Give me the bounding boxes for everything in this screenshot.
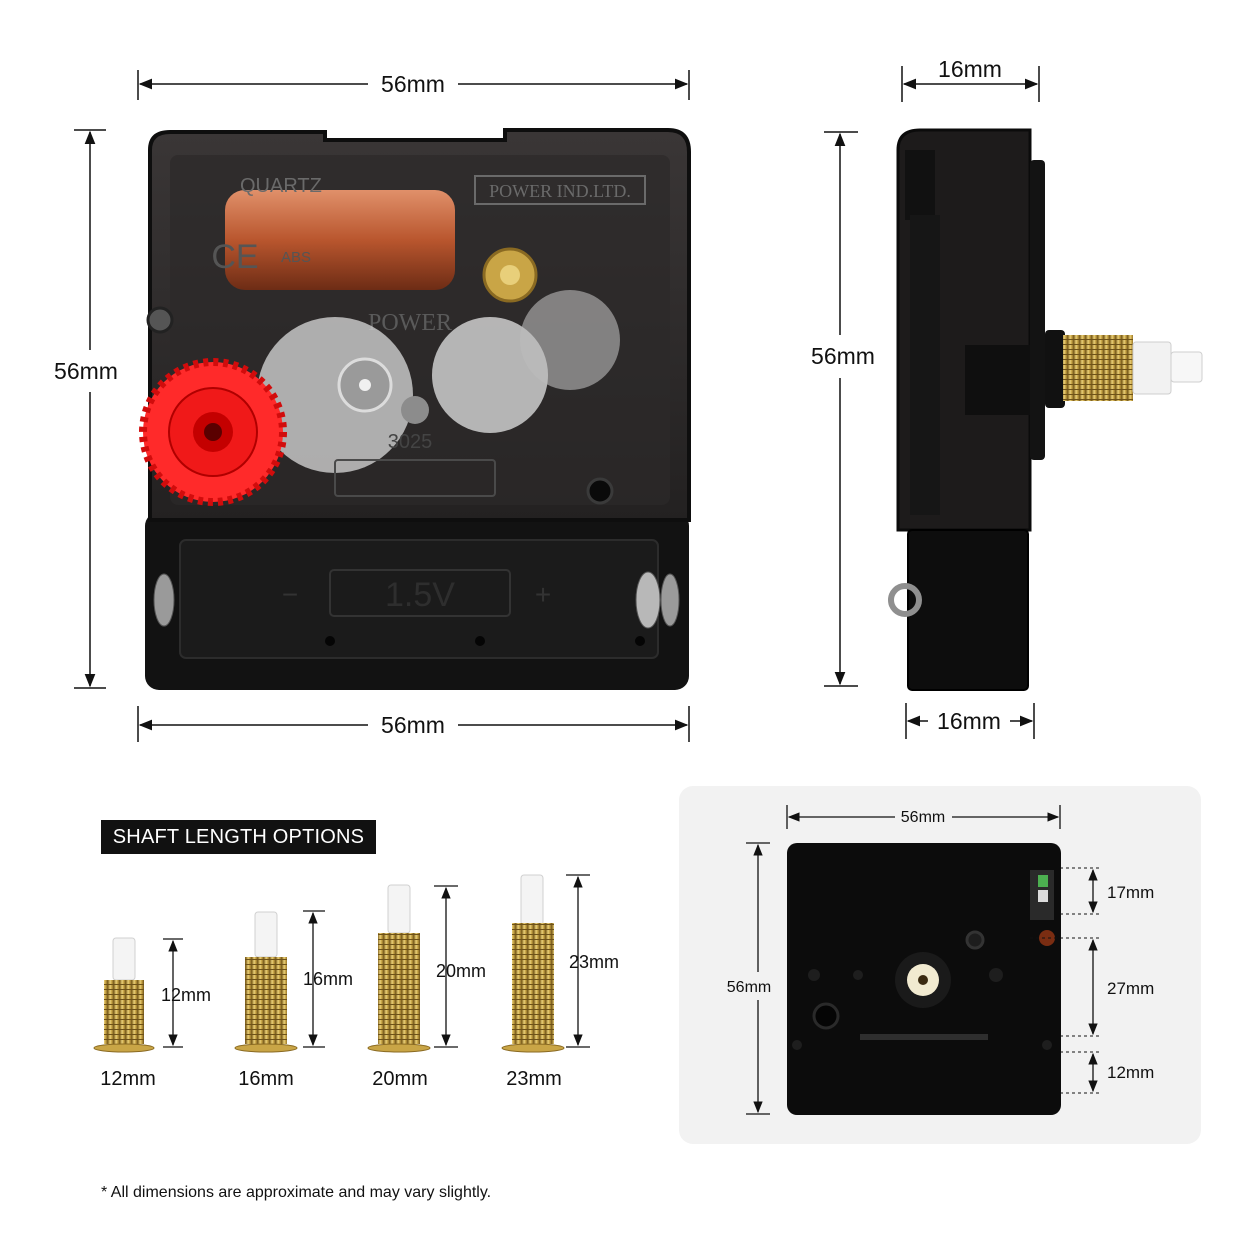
back-segment-17mm: 17mm <box>1107 883 1154 902</box>
brand-marking: POWER IND.LTD. <box>489 181 631 201</box>
back-segment-27mm: 27mm <box>1107 979 1154 998</box>
back-width-label: 56mm <box>901 809 945 826</box>
battery-contact-right <box>635 571 661 629</box>
shaft-16mm-label: 16mm <box>238 1068 294 1090</box>
back-view-segment-dimensions: 17mm 27mm 12mm <box>1030 867 1154 1094</box>
battery-plus-marking: + <box>535 579 551 610</box>
shaft-20mm-label: 20mm <box>372 1068 428 1090</box>
shaft-option-20mm: 20mm 20mm <box>367 884 486 1090</box>
transparent-gear-medium <box>432 317 548 433</box>
side-depth-bottom-dimension: 16mm <box>905 703 1035 739</box>
front-height-dimension: 56mm <box>54 129 118 689</box>
back-view-width-dimension: 56mm <box>786 805 1061 829</box>
shaft-option-23mm: 23mm 23mm <box>501 874 619 1090</box>
side-depth-top-dimension: 16mm <box>901 56 1040 102</box>
front-width-top-label: 56mm <box>381 71 445 97</box>
transparent-gear-large <box>257 317 413 473</box>
shaft-23mm-measure: 23mm <box>569 952 619 972</box>
front-width-bottom-label: 56mm <box>381 712 445 738</box>
shaft-option-16mm: 16mm 16mm <box>234 910 353 1090</box>
quartz-marking: QUARTZ <box>240 175 322 197</box>
movement-back-view <box>787 843 1061 1115</box>
shaft-length-options-title: SHAFT LENGTH OPTIONS <box>101 820 376 854</box>
brass-shaft <box>1063 335 1133 401</box>
front-height-label: 56mm <box>54 358 118 384</box>
battery-minus-marking: − <box>282 579 298 610</box>
shaft-20mm-measure: 20mm <box>436 961 486 981</box>
ce-marking: CE <box>211 238 258 276</box>
side-height-label: 56mm <box>811 343 875 369</box>
battery-voltage-marking: 1.5V <box>385 576 455 614</box>
side-battery-section <box>907 529 1029 691</box>
model-marking: 3025 <box>388 431 433 453</box>
front-width-bottom-dimension: 56mm <box>137 706 690 742</box>
back-segment-12mm: 12mm <box>1107 1063 1154 1082</box>
side-depth-top-label: 16mm <box>938 56 1002 82</box>
side-depth-bottom-label: 16mm <box>937 708 1001 734</box>
back-height-label: 56mm <box>727 979 771 996</box>
front-width-top-dimension: 56mm <box>137 70 690 100</box>
shaft-base <box>1045 330 1065 408</box>
abs-marking: ABS <box>281 249 311 266</box>
shaft-23mm-label: 23mm <box>506 1068 562 1090</box>
copper-coil <box>225 190 455 290</box>
side-height-dimension: 56mm <box>811 131 875 687</box>
shaft-12mm-measure: 12mm <box>161 985 211 1005</box>
movement-side-view <box>888 128 1203 691</box>
shaft-option-12mm: 12mm 12mm <box>93 937 211 1090</box>
shaft-16mm-measure: 16mm <box>303 969 353 989</box>
battery-contact-left <box>153 573 175 627</box>
power-logo-marking: POWER <box>368 310 452 336</box>
back-view-height-dimension: 56mm <box>727 842 771 1115</box>
dimensions-footnote: * All dimensions are approximate and may… <box>101 1184 492 1201</box>
shaft-12mm-label: 12mm <box>100 1068 156 1090</box>
movement-front-view: 1.5V − + QUARTZ POWER IND.LTD. CE ABS PO… <box>139 128 691 690</box>
